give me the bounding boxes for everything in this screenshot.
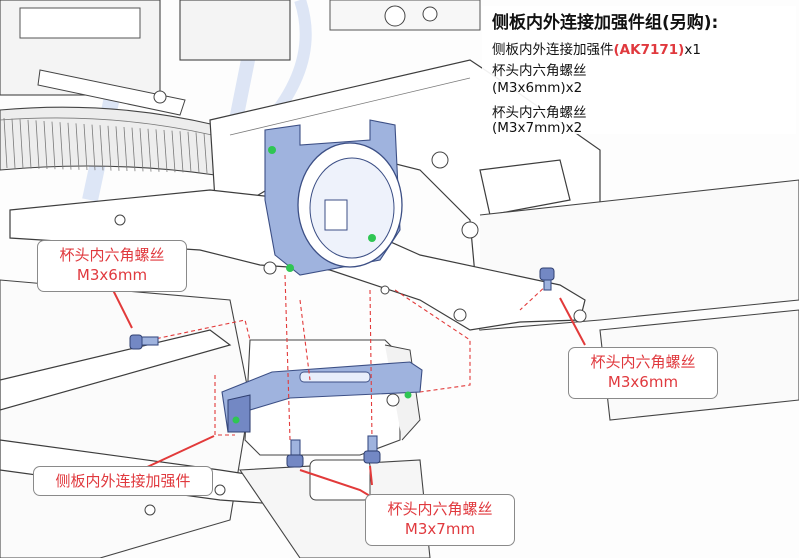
reinforcement-bracket bbox=[221, 361, 423, 433]
exploded-guides bbox=[149, 274, 549, 441]
callout-screw-left-spec: M3x6mm bbox=[76, 266, 148, 284]
parts-list-line-screw-6: 杯头内六角螺丝 bbox=[492, 63, 587, 79]
screw-left-m3x6 bbox=[129, 334, 159, 350]
parts-list-line-screw-7: 杯头内六角螺丝 bbox=[492, 105, 587, 121]
parts-list-line-screw-7-spec: (M3x7mm)x2 bbox=[492, 120, 583, 136]
callout-screw-bottom: 杯头内六角螺丝 M3x7mm bbox=[365, 494, 515, 546]
callout-screw-right-name: 杯头内六角螺丝 bbox=[590, 353, 696, 371]
screw-bottom-m3x7-a bbox=[286, 439, 304, 468]
part-code: (AK7171) bbox=[613, 42, 685, 58]
callout-screw-bottom-name: 杯头内六角螺丝 bbox=[387, 500, 493, 518]
parts-list: 侧板内外连接加强件组(另购): 侧板内外连接加强件(AK7171)x1 杯头内六… bbox=[482, 6, 796, 136]
screw-bottom-m3x7-b bbox=[363, 435, 381, 464]
callout-bracket-name: 侧板内外连接加强件 bbox=[55, 472, 191, 490]
main-gear bbox=[0, 106, 216, 176]
parts-list-line-screw-6-spec: (M3x6mm)x2 bbox=[492, 80, 583, 96]
callout-screw-left-name: 杯头内六角螺丝 bbox=[59, 246, 165, 264]
callout-screw-left: 杯头内六角螺丝 M3x6mm bbox=[37, 240, 187, 292]
part-qty: x1 bbox=[684, 42, 701, 58]
callout-screw-bottom-spec: M3x7mm bbox=[404, 520, 476, 538]
callout-bracket: 侧板内外连接加强件 bbox=[33, 466, 213, 496]
parts-list-title: 侧板内外连接加强件组(另购): bbox=[492, 13, 719, 33]
parts-line-prefix: 侧板内外连接加强件 bbox=[492, 42, 614, 58]
motor-block bbox=[0, 0, 481, 116]
callout-screw-right: 杯头内六角螺丝 M3x6mm bbox=[568, 347, 718, 399]
parts-list-line-bracket: 侧板内外连接加强件(AK7171)x1 bbox=[492, 38, 701, 58]
motor-mount-ring bbox=[264, 119, 403, 276]
callout-screw-right-spec: M3x6mm bbox=[607, 373, 679, 391]
screw-right-m3x6 bbox=[539, 267, 555, 291]
